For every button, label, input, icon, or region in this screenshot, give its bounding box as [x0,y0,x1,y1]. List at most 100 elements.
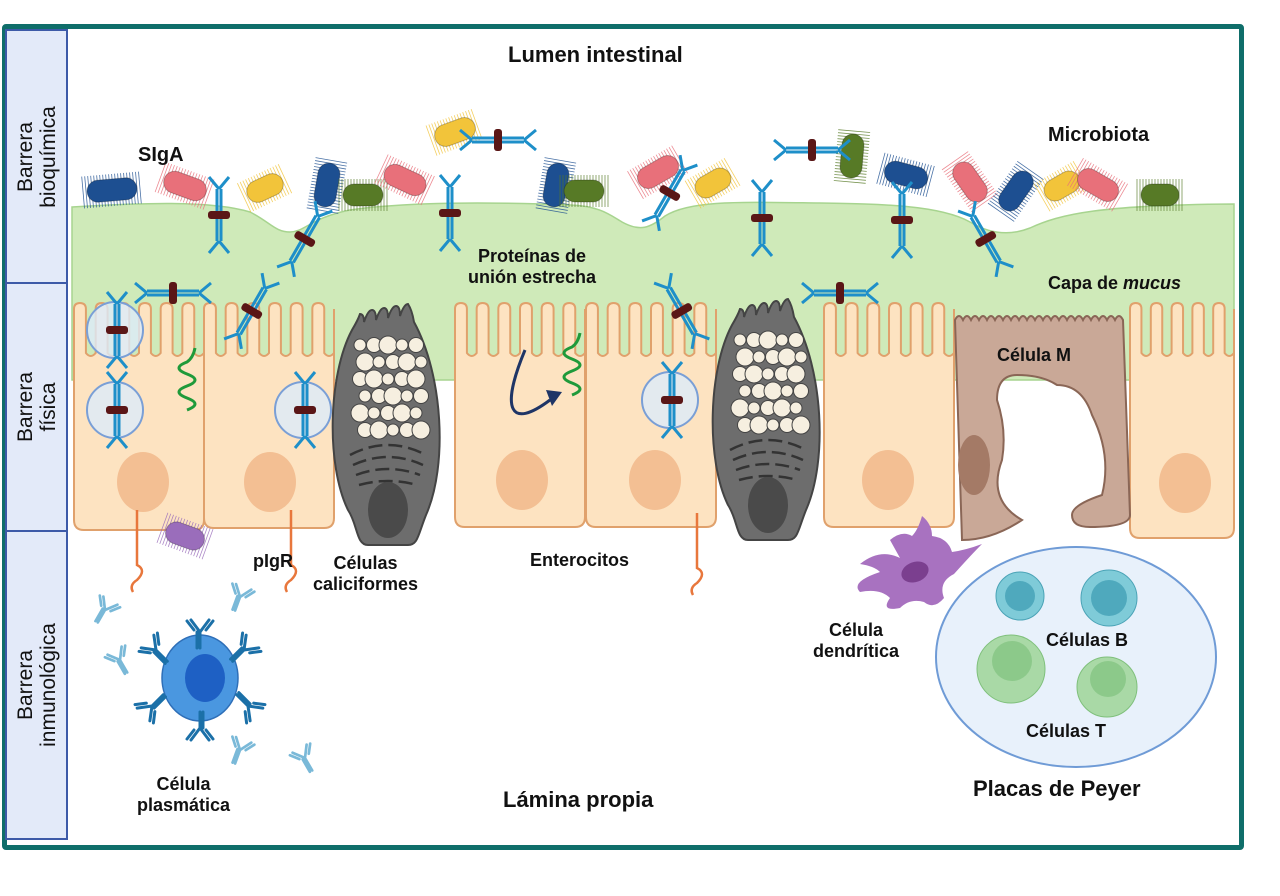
siga-dimer [890,181,914,259]
arrowhead-icon [546,390,562,406]
siga-dimer [276,200,333,278]
siga-dimer [801,281,879,305]
t-cells-label: Células T [1026,721,1107,741]
golgi [738,474,798,482]
b-cells-label: Células B [1046,630,1129,650]
mucin-granule [775,333,789,347]
side-label-line1: Barrera [13,649,37,721]
mucus-label-italic: mucus [1123,273,1182,293]
goblet-cell [331,302,441,546]
b-cell-nucleus [1091,580,1127,616]
mucin-granule [414,355,428,369]
secretory-component [241,303,263,319]
mucin-granule [411,420,431,440]
golgi [729,438,807,452]
golgi [355,467,421,477]
bacterium [81,171,142,209]
t-cell-nucleus [1090,661,1126,697]
bacterium [941,151,998,212]
peyer-patches-label: Placas de Peyer [973,776,1141,801]
goblet-nucleus [748,477,788,533]
mucin-granule [413,388,429,404]
mucin-granule [780,384,794,398]
bacterium [1067,157,1128,212]
tight-junction-protein [177,347,197,412]
dendritic-line2: dendrítica [813,640,900,661]
goblet-line1: Células [333,553,398,573]
mucin-granule [794,350,808,364]
bacterium [156,512,214,560]
golgi [358,479,418,487]
mucin-granule [353,338,367,352]
bacterium [684,157,741,209]
siga-dimer [660,361,684,439]
bacterium [1033,160,1090,212]
secretory-component [975,231,997,247]
mucin-granule [793,383,809,399]
golgi [732,450,804,462]
mucus-label: Capa de mucus [1048,273,1181,294]
siga-dimer [641,154,698,232]
antibody [288,742,314,774]
antibody [103,644,129,676]
goblet-line2: caliciformes [313,573,419,594]
siga-dimer [750,179,774,257]
siga-dimer [223,272,280,350]
pigr-receptor [130,510,144,593]
mucin-granule [355,352,375,372]
mucin-granule [766,418,780,432]
mucin-granule [733,333,747,347]
siga-dimer [773,138,851,162]
mucin-granule [747,401,761,415]
bacterium [338,179,388,211]
mucin-granule [791,415,811,435]
t-cell-nucleus [992,641,1032,681]
m-cell [953,315,1132,542]
bacterium [306,157,348,214]
tight-junction-line2: unión estrecha [468,266,597,287]
plasma-line1: Célula [156,774,211,794]
nucleus [862,450,914,510]
secretory-component [106,326,128,334]
arrow [509,349,551,416]
mucin-granule [381,372,395,386]
secretory-component [661,396,683,404]
secretory-component [439,209,461,217]
mucin-granule [738,384,752,398]
siga-label: SIgA [138,144,184,166]
tight-junction-line1: Proteínas de [477,246,587,266]
bacterium [833,129,871,184]
b-cell-nucleus [1005,581,1035,611]
plasma-line2: plasmática [137,794,231,815]
lamina-propria-label: Lámina propia [503,787,654,812]
bacterium [987,161,1044,222]
siga-dimer [653,272,710,350]
tight-junction-protein [562,332,582,397]
nucleus [496,450,548,510]
antibody [231,582,256,612]
side-label-line2: bioquímica [36,105,60,208]
bacterium [425,108,483,156]
dendritic-nucleus [901,561,929,583]
bacterium [374,154,435,206]
mucin-granule [392,403,412,423]
mucus-label-prefix: Capa de [1048,273,1124,293]
mucin-granule [752,350,766,364]
mucin-granule [400,389,414,403]
mucin-granule [735,347,755,367]
siga-dimer [105,371,129,449]
nucleus [629,450,681,510]
pigr-receptor [690,513,704,596]
secretory-component [294,406,316,414]
enterocyte [203,301,335,529]
secretory-component [659,185,681,201]
mucin-granule [789,401,803,415]
side-label-line1: Barrera [13,121,37,192]
